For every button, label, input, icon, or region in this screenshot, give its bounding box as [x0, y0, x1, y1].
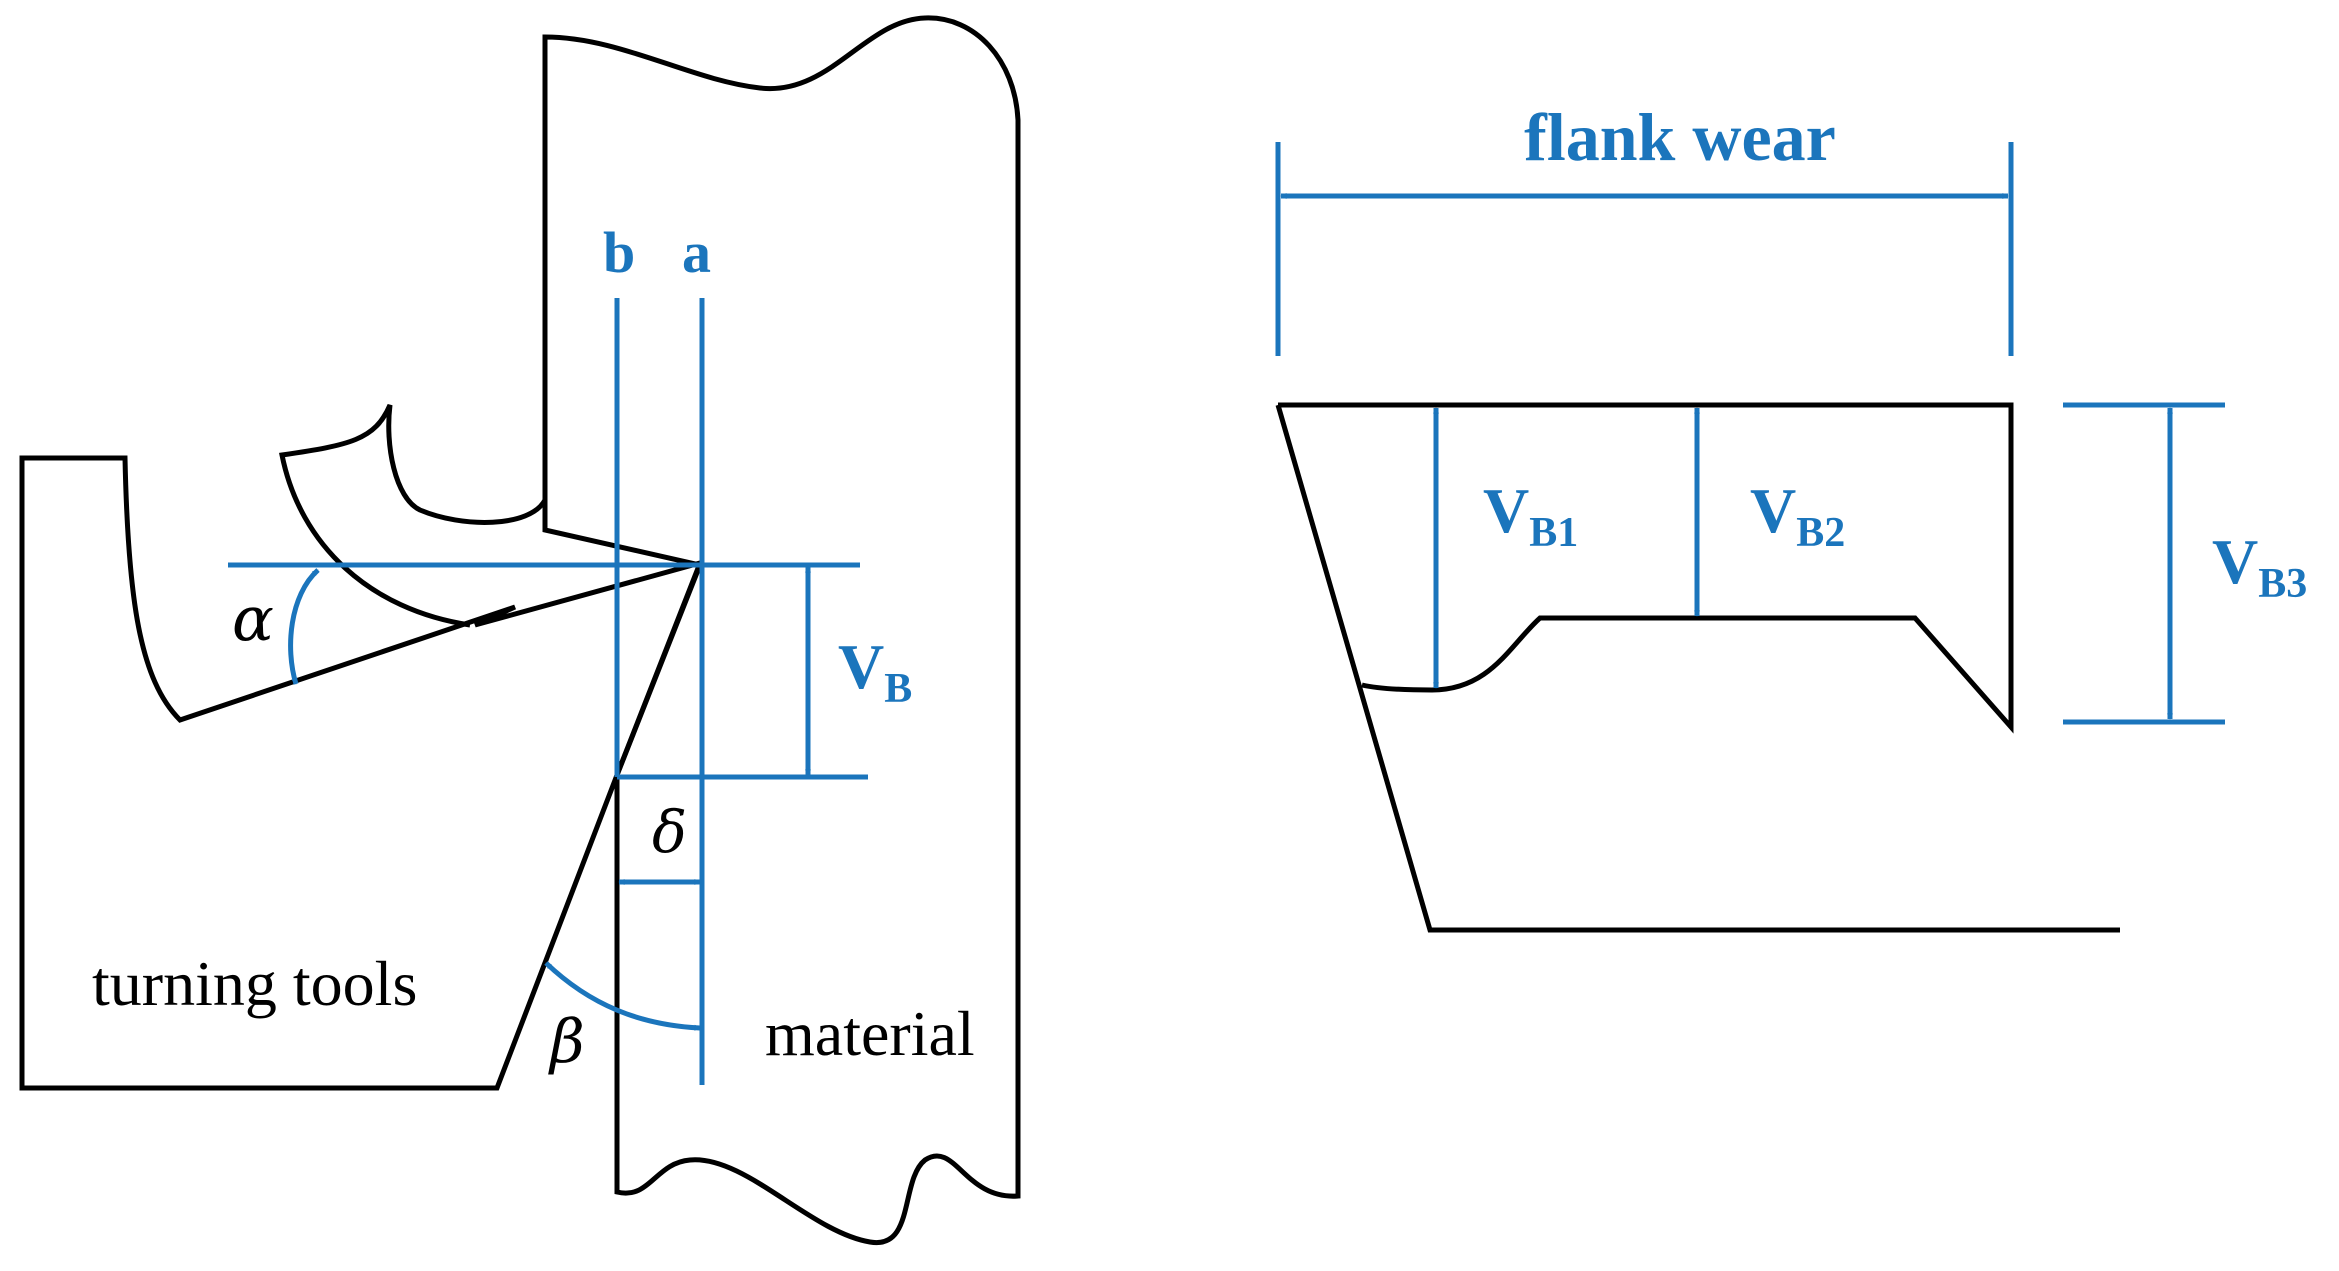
- right-figure: flank wear VB1 VB2 VB3: [1275, 99, 2307, 933]
- left-figure: b a VB α β δ turning tools material: [19, 15, 1021, 1246]
- label-vb2: VB2: [1750, 475, 1845, 556]
- label-delta: δ: [652, 798, 687, 866]
- tool-profile-outline: [1275, 402, 2120, 933]
- alpha-angle-arc: [288, 568, 320, 685]
- label-flank-wear: flank wear: [1524, 99, 1836, 175]
- label-vb3: VB3: [2212, 526, 2307, 607]
- label-alpha: α: [232, 582, 274, 655]
- label-b: b: [603, 220, 635, 285]
- label-beta: β: [548, 1007, 585, 1077]
- label-material: material: [765, 998, 975, 1069]
- label-turning-tools: turning tools: [92, 948, 417, 1019]
- label-a: a: [682, 220, 711, 285]
- material-outline: [542, 15, 1021, 1246]
- label-vb: VB: [838, 631, 912, 712]
- chip-outline: [279, 37, 548, 628]
- beta-angle-arc: [544, 961, 701, 1031]
- label-vb1: VB1: [1483, 475, 1578, 556]
- turning-tool-outline: [19, 455, 705, 1091]
